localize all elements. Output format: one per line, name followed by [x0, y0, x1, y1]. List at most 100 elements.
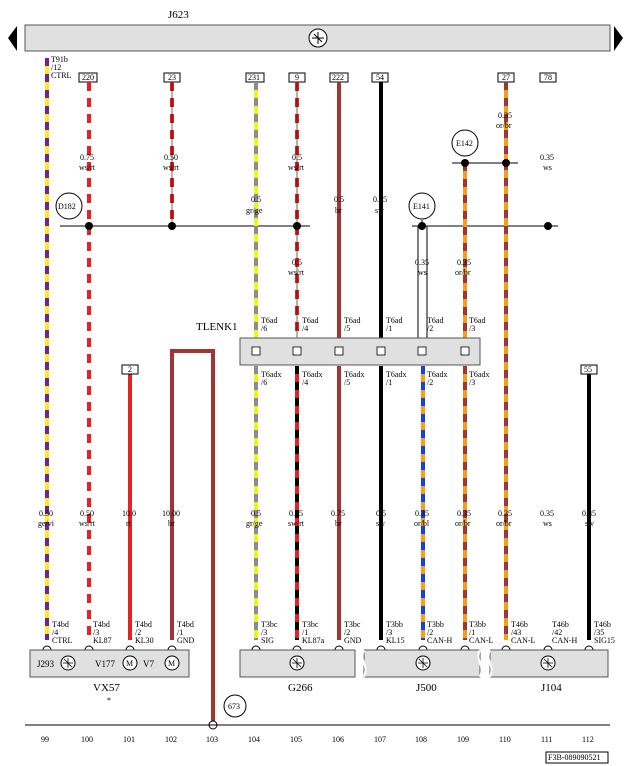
svg-text:sw: sw: [585, 519, 594, 528]
svg-text:/5: /5: [344, 324, 350, 333]
svg-text:ws/rt: ws/rt: [163, 163, 180, 172]
svg-text:220: 220: [82, 73, 94, 82]
svg-text:ge/vi: ge/vi: [38, 519, 55, 528]
svg-text:/4: /4: [302, 324, 308, 333]
svg-text:0.35: 0.35: [415, 258, 429, 267]
svg-text:T6adx: T6adx: [302, 370, 322, 379]
svg-text:M: M: [126, 659, 133, 668]
svg-text:T6ad: T6ad: [386, 316, 402, 325]
svg-text:111: 111: [541, 735, 552, 744]
svg-text:100: 100: [81, 735, 93, 744]
svg-text:/1: /1: [386, 378, 392, 387]
svg-text:0.5: 0.5: [376, 509, 386, 518]
svg-text:0.5: 0.5: [292, 258, 302, 267]
svg-text:/2: /2: [427, 628, 433, 637]
svg-text:/4: /4: [52, 628, 58, 637]
svg-text:GND: GND: [344, 636, 362, 645]
svg-text:T4bd: T4bd: [52, 620, 69, 629]
next-page-arrow[interactable]: [614, 26, 623, 51]
component-j104: J104: [487, 649, 609, 694]
svg-text:ws: ws: [418, 268, 427, 277]
svg-text:0.35: 0.35: [582, 509, 596, 518]
svg-text:/5: /5: [344, 378, 350, 387]
svg-text:0.35: 0.35: [415, 509, 429, 518]
svg-text:ws/rt: ws/rt: [288, 268, 305, 277]
svg-text:0.35: 0.35: [457, 509, 471, 518]
svg-text:2: 2: [128, 365, 132, 374]
svg-text:0.5: 0.5: [251, 195, 261, 204]
svg-text:T4bd: T4bd: [135, 620, 152, 629]
svg-text:106: 106: [332, 735, 344, 744]
svg-text:T6adx: T6adx: [427, 370, 447, 379]
svg-text:CAN-H: CAN-H: [427, 636, 453, 645]
svg-text:/35: /35: [594, 628, 604, 637]
svg-text:/3: /3: [386, 628, 392, 637]
svg-text:or/bl: or/bl: [414, 519, 430, 528]
svg-text:/6: /6: [261, 324, 267, 333]
svg-text:*: *: [107, 696, 111, 705]
svg-text:T3bb: T3bb: [427, 620, 444, 629]
svg-text:T6adx: T6adx: [386, 370, 406, 379]
svg-text:M: M: [168, 659, 175, 668]
svg-text:108: 108: [415, 735, 427, 744]
svg-text:sw: sw: [375, 206, 384, 215]
svg-text:gr/ge: gr/ge: [246, 206, 263, 215]
svg-text:T3bb: T3bb: [469, 620, 486, 629]
svg-text:/2: /2: [135, 628, 141, 637]
svg-text:KL30: KL30: [135, 636, 154, 645]
svg-text:ws: ws: [543, 519, 552, 528]
top-connector-label-ctrl: T91b /12 CTRL: [51, 55, 72, 80]
svg-text:104: 104: [248, 735, 260, 744]
svg-text:SIG15: SIG15: [594, 636, 615, 645]
footer-code: F3B-089090521: [548, 753, 600, 762]
svg-text:rt: rt: [126, 519, 132, 528]
svg-text:VX57: VX57: [93, 682, 120, 694]
svg-text:0.75: 0.75: [80, 153, 94, 162]
svg-text:0.5: 0.5: [292, 153, 302, 162]
previous-page-arrow[interactable]: [8, 26, 17, 51]
svg-text:/3: /3: [93, 628, 99, 637]
svg-text:0.50: 0.50: [80, 509, 94, 518]
svg-text:br: br: [335, 206, 342, 215]
svg-text:105: 105: [290, 735, 302, 744]
svg-text:T6adx: T6adx: [344, 370, 364, 379]
svg-text:D182: D182: [58, 202, 76, 211]
solid-wires: [128, 82, 591, 725]
svg-text:0.75: 0.75: [289, 509, 303, 518]
svg-text:0.35: 0.35: [498, 509, 512, 518]
svg-text:or/br: or/br: [455, 268, 471, 277]
svg-text:0.35: 0.35: [373, 195, 387, 204]
svg-text:0.5: 0.5: [334, 195, 344, 204]
svg-text:KL87a: KL87a: [302, 636, 325, 645]
svg-text:KL87: KL87: [93, 636, 112, 645]
svg-text:673: 673: [228, 702, 240, 711]
svg-text:or/br: or/br: [455, 519, 471, 528]
svg-text:/3: /3: [469, 324, 475, 333]
svg-text:/2: /2: [427, 324, 433, 333]
svg-text:SIG: SIG: [261, 636, 274, 645]
svg-text:T4bd: T4bd: [177, 620, 194, 629]
svg-text:99: 99: [41, 735, 49, 744]
svg-text:0.35: 0.35: [540, 509, 554, 518]
dashed-wires: [45, 58, 508, 640]
svg-text:T6adx: T6adx: [469, 370, 489, 379]
node-e141: E141: [408, 192, 436, 220]
tlenk-bottom-pins: T6adx/6 T6adx/4 T6adx/5 T6adx/1 T6adx/2 …: [261, 370, 489, 387]
svg-text:27: 27: [502, 73, 510, 82]
svg-text:/42: /42: [552, 628, 562, 637]
svg-text:V177: V177: [95, 659, 115, 669]
svg-text:gr/ge: gr/ge: [246, 519, 263, 528]
svg-text:G266: G266: [288, 682, 313, 694]
component-vx57: J293 V177 M V7 M VX57 *: [29, 649, 190, 705]
svg-text:112: 112: [582, 735, 594, 744]
svg-text:sw: sw: [376, 519, 385, 528]
svg-text:T46b: T46b: [594, 620, 611, 629]
svg-text:78: 78: [544, 73, 552, 82]
svg-text:T6ad: T6ad: [261, 316, 277, 325]
node-e142: E142: [451, 129, 479, 157]
svg-text:0.50: 0.50: [39, 509, 53, 518]
svg-text:CAN-L: CAN-L: [469, 636, 494, 645]
